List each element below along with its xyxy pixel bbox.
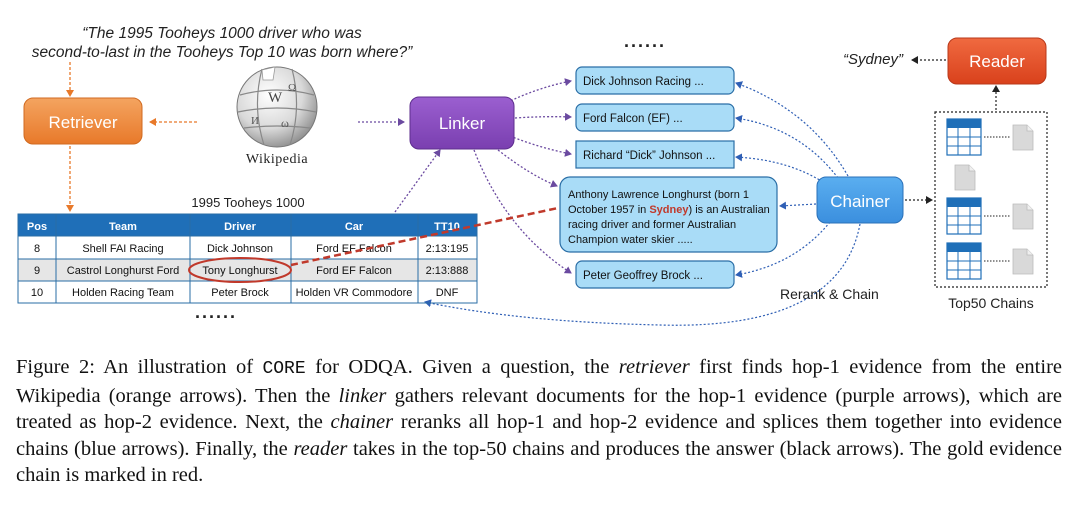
chainer-to-doc4-arrow <box>779 201 817 210</box>
wikipedia-globe-icon: W Ω И ω <box>236 66 318 148</box>
question-line-1: “The 1995 Tooheys 1000 driver who was <box>82 25 362 42</box>
linker-label: Linker <box>439 114 486 133</box>
document-1-text: Dick Johnson Racing ... <box>583 76 704 88</box>
table-cell: Tony Longhurst <box>202 265 277 277</box>
svg-text:ω: ω <box>281 116 289 130</box>
table-to-linker-arrow <box>394 149 441 213</box>
chainer-to-table-arrow <box>424 223 861 326</box>
linker-to-doc2-arrow <box>514 112 572 121</box>
table-icon <box>946 118 982 156</box>
top-chains-container <box>934 111 1048 288</box>
document-2: Ford Falcon (EF) ... <box>575 103 735 132</box>
caption-chainer: chainer <box>330 411 394 433</box>
table-cell: Holden Racing Team <box>72 287 174 299</box>
table-cell: Ford EF Falcon <box>316 265 392 277</box>
table-cell: Castrol Longhurst Ford <box>67 265 180 277</box>
table-cell: DNF <box>436 287 459 299</box>
svg-text:Ω: Ω <box>288 82 296 94</box>
table-cell: Holden VR Commodore <box>296 287 413 299</box>
table-title: 1995 Tooheys 1000 <box>191 195 304 210</box>
linker-box: Linker <box>409 96 515 150</box>
chain-3 <box>946 197 1034 235</box>
chainer-label: Chainer <box>830 192 890 211</box>
answer-text: “Sydney” <box>843 51 904 68</box>
document-icon <box>1012 203 1034 230</box>
document-4-line-1: Anthony Lawrence Longhurst (born 1 <box>568 189 749 201</box>
table-cell: Dick Johnson <box>207 243 273 255</box>
chainer-box: Chainer <box>816 176 904 224</box>
linker-to-doc3-arrow <box>509 135 572 157</box>
document-3: Richard “Dick” Johnson ... <box>575 140 735 169</box>
table-cell: 9 <box>34 265 40 277</box>
figure-caption: Figure 2: An illustration of CORE for OD… <box>16 356 1063 486</box>
document-icon <box>1012 124 1034 151</box>
document-1: Dick Johnson Racing ... <box>575 66 735 95</box>
table-header-team: Team <box>109 221 137 233</box>
wikipedia-label: Wikipedia <box>246 152 309 167</box>
caption-reader: reader <box>293 437 348 460</box>
table-cell: 8 <box>34 243 40 255</box>
gold-evidence-chain-line <box>290 206 559 267</box>
reader-box: Reader <box>947 37 1047 85</box>
document-2-text: Ford Falcon (EF) ... <box>583 113 683 125</box>
gold-evidence-ellipse <box>188 257 292 283</box>
caption-retriever: retriever <box>618 356 690 378</box>
linker-to-doc5-arrow <box>473 149 572 274</box>
svg-text:И: И <box>251 115 259 127</box>
gold-answer-highlight: Sydney <box>649 204 689 216</box>
table-header-car: Car <box>345 221 364 233</box>
chainer-to-doc1-arrow <box>735 81 849 177</box>
retriever-box: Retriever <box>23 97 143 145</box>
pipeline-diagram: “The 1995 Tooheys 1000 driver who was se… <box>17 25 1048 326</box>
caption-core: CORE <box>262 359 306 379</box>
document-icon <box>1012 248 1034 275</box>
caption-linker: linker <box>338 384 387 407</box>
document-4-line-3: racing driver and former Australian <box>568 219 736 231</box>
table-cell: 10 <box>31 287 43 299</box>
document-icon <box>954 164 976 191</box>
ellipsis-bottom: ...... <box>195 302 237 322</box>
chain-2 <box>954 164 976 191</box>
document-4: Anthony Lawrence Longhurst (born 1 Octob… <box>559 176 778 253</box>
table-cell: 2:13:195 <box>426 243 469 255</box>
document-4-line-2: October 1957 in Sydney) is an Australian <box>568 204 770 216</box>
chainer-to-doc5-arrow <box>735 221 831 278</box>
table-icon <box>946 197 982 235</box>
chain-1 <box>946 118 1034 156</box>
table-cell: Shell FAI Racing <box>82 243 163 255</box>
evidence-table: Pos Team Driver Car TT10 8 Shell FAI Rac… <box>17 213 478 304</box>
linker-to-doc1-arrow <box>499 78 572 107</box>
chain-4 <box>946 242 1034 280</box>
top-chains-label: Top50 Chains <box>948 295 1034 311</box>
document-5: Peter Geoffrey Brock ... <box>575 260 735 289</box>
ellipsis-top: ...... <box>624 31 666 51</box>
document-4-line-4: Champion water skier ..... <box>568 234 693 246</box>
retriever-label: Retriever <box>49 113 118 132</box>
table-header-driver: Driver <box>224 221 257 233</box>
table-cell: 2:13:888 <box>426 265 469 277</box>
chainer-to-doc3-arrow <box>735 153 827 185</box>
table-icon <box>946 242 982 280</box>
document-3-text: Richard “Dick” Johnson ... <box>583 150 715 162</box>
svg-text:W: W <box>268 90 283 106</box>
table-cell: Peter Brock <box>211 287 269 299</box>
question-line-2: second-to-last in the Tooheys Top 10 was… <box>32 44 413 61</box>
table-header-pos: Pos <box>27 221 47 233</box>
rerank-chain-label: Rerank & Chain <box>780 286 879 302</box>
chainer-to-doc2-arrow <box>735 114 839 179</box>
reader-label: Reader <box>969 52 1025 71</box>
table-cell: Ford EF Falcon <box>316 243 392 255</box>
document-5-text: Peter Geoffrey Brock ... <box>583 270 703 282</box>
linker-to-doc4-arrow <box>497 149 558 188</box>
